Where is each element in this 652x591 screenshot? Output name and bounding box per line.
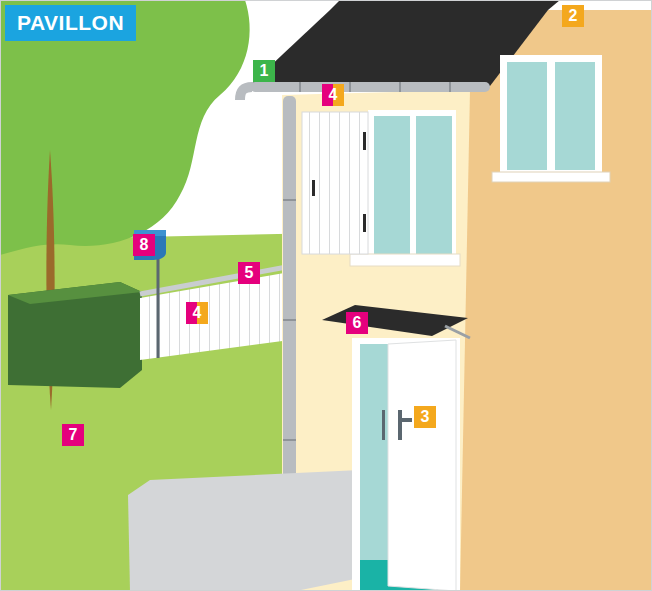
callout-number: 3	[414, 406, 436, 428]
title-band: PAVILLON	[5, 5, 136, 41]
callout-number: 8	[133, 234, 155, 256]
callout-number: 7	[62, 424, 84, 446]
callout-number: 2	[562, 5, 584, 27]
callout-number: 4	[186, 302, 208, 324]
callout-number: 4	[322, 84, 344, 106]
callout-number: 6	[346, 312, 368, 334]
callout-number: 1	[253, 60, 275, 82]
callout-number: 5	[238, 262, 260, 284]
